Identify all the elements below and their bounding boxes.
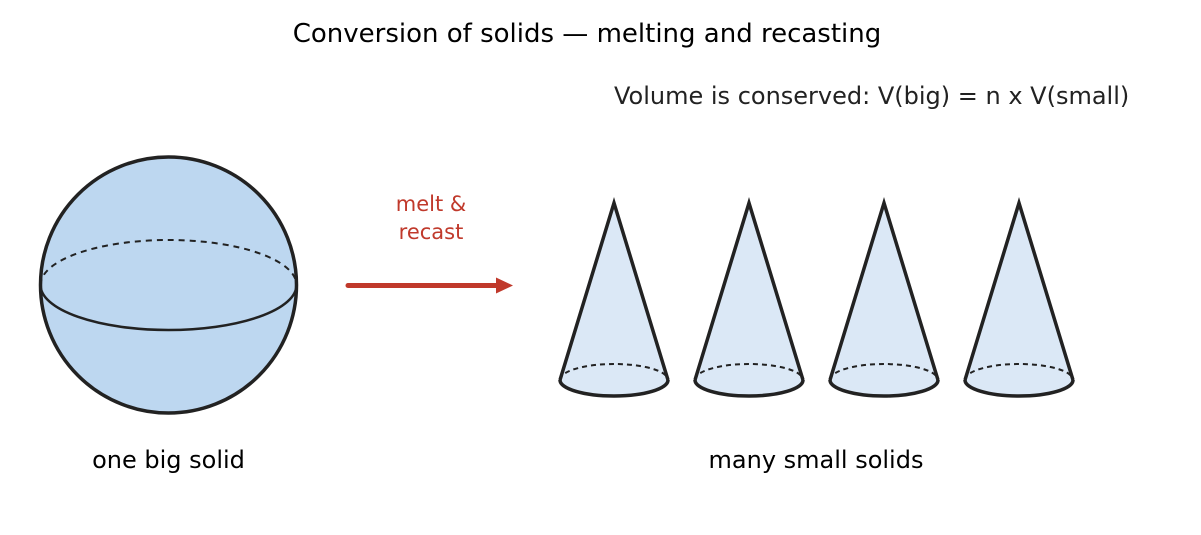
- arrow-label-line-1: melt &: [396, 192, 467, 216]
- small-solids-caption: many small solids: [709, 446, 924, 474]
- arrow-label-line-2: recast: [399, 220, 464, 244]
- cone-slant-edges: [558, 197, 670, 381]
- diagram-title: Conversion of solids — melting and recas…: [293, 19, 882, 49]
- volume-conservation-note: Volume is conserved: V(big) = n x V(smal…: [614, 82, 1129, 110]
- sphere-visible-equator: [39, 284, 298, 332]
- cone-visible-base-edge: [963, 379, 1075, 398]
- small-cone: [828, 197, 940, 398]
- melt-recast-arrow: [345, 277, 513, 294]
- cone-fill: [830, 203, 938, 396]
- small-cone: [558, 197, 670, 398]
- arrow-head: [496, 277, 513, 294]
- sphere-outline: [38, 155, 299, 415]
- cone-fill: [560, 203, 668, 396]
- small-cone: [693, 197, 805, 398]
- small-cone: [963, 197, 1075, 398]
- cone-fill: [965, 203, 1073, 396]
- cone-slant-edges: [828, 197, 940, 381]
- cone-visible-base-edge: [558, 379, 670, 398]
- cone-fill: [695, 203, 803, 396]
- cone-slant-edges: [693, 197, 805, 381]
- cone-hidden-base-edge: [694, 363, 804, 381]
- cone-hidden-base-edge: [964, 363, 1074, 381]
- cone-hidden-base-edge: [559, 363, 669, 381]
- small-cones: [558, 197, 1075, 398]
- sphere-hidden-equator: [39, 239, 298, 286]
- big-solid-caption: one big solid: [92, 446, 245, 474]
- cone-slant-edges: [963, 197, 1075, 381]
- cone-hidden-base-edge: [829, 363, 939, 381]
- cone-visible-base-edge: [828, 379, 940, 398]
- big-sphere: [38, 155, 299, 415]
- cone-visible-base-edge: [693, 379, 805, 398]
